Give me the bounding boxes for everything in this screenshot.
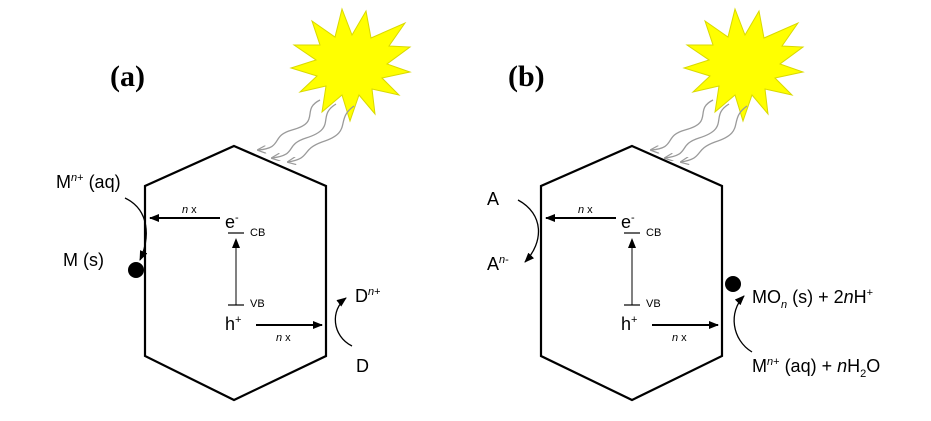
oxide-deposit — [725, 276, 741, 292]
oxidized-donor-label: Dn+ — [355, 286, 381, 306]
metal-ion-label: Mn+ (aq) — [56, 172, 121, 192]
panel-b: (b) CB VB e- h+ n x n x A An- — [487, 7, 880, 402]
metal-deposit — [128, 262, 144, 278]
n-times-right: n x — [276, 332, 291, 344]
oxidation-curved-arrow — [733, 295, 753, 353]
light-rays-icon — [258, 99, 355, 162]
reduced-acceptor-label: An- — [487, 254, 509, 274]
sun-icon — [682, 7, 805, 123]
semiconductor-particle — [143, 144, 328, 402]
semiconductor-particle — [539, 144, 724, 402]
panel-a-label: (a) — [110, 60, 145, 93]
hole-label: h+ — [225, 314, 241, 334]
electron-label: e- — [225, 212, 239, 232]
cb-label: CB — [646, 227, 661, 239]
cb-label: CB — [250, 227, 265, 239]
reduction-curved-arrow — [517, 199, 540, 263]
n-times-left: n x — [578, 204, 593, 216]
donor-label: D — [356, 356, 369, 376]
n-times-left: n x — [182, 204, 197, 216]
light-rays-icon — [651, 99, 748, 162]
electron-label: e- — [621, 212, 635, 232]
panel-a: (a) CB VB e- h+ n x n x Mn+ (aq) M (s) — [56, 7, 412, 402]
metal-ion-water-label: Mn+ (aq) + nH2O — [752, 356, 880, 380]
n-times-right: n x — [672, 332, 687, 344]
hole-label: h+ — [621, 314, 637, 334]
panel-b-label: (b) — [508, 60, 545, 93]
vb-label: VB — [646, 298, 661, 310]
acceptor-label: A — [487, 189, 499, 209]
vb-label: VB — [250, 298, 265, 310]
oxidation-curved-arrow — [334, 297, 353, 347]
sun-icon — [289, 7, 412, 123]
metal-solid-label: M (s) — [63, 250, 104, 270]
metal-oxide-label: MOn (s) + 2nH+ — [752, 287, 873, 311]
reduction-curved-arrow — [124, 197, 148, 261]
